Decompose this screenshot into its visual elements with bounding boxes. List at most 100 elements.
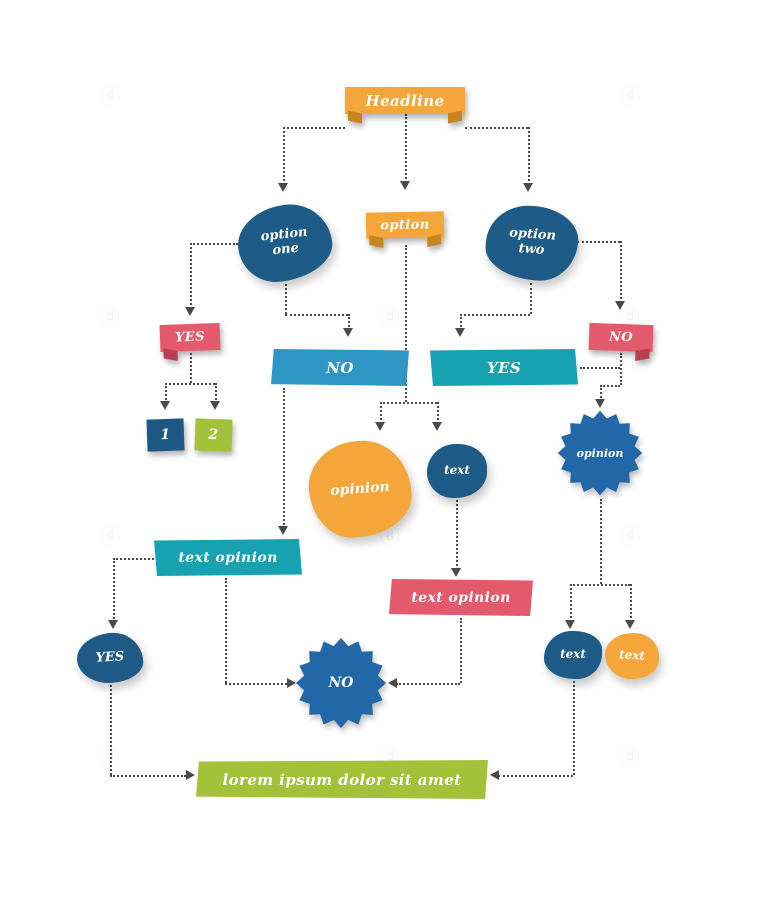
dotted-connector <box>573 681 575 775</box>
text-blob-right-label: text <box>618 647 646 663</box>
option-two-blob: option two <box>483 202 581 284</box>
yes-blob: YES <box>75 631 145 685</box>
arrowhead <box>432 422 442 431</box>
arrowhead <box>455 328 465 337</box>
dotted-connector <box>113 558 115 622</box>
arrowhead <box>490 770 499 780</box>
footer-ribbon: lorem ipsum dolor sit amet <box>196 760 488 799</box>
arrowhead <box>565 620 575 629</box>
text-opinion-right-ribbon: text opinion <box>389 579 533 616</box>
dotted-connector <box>620 241 622 303</box>
dotted-connector <box>498 775 573 777</box>
dotted-connector <box>620 353 622 385</box>
no-center-label: NO <box>326 358 354 377</box>
dotted-connector <box>460 314 462 330</box>
opinion-star: opinion <box>556 409 644 497</box>
text-blob-right: text <box>603 631 661 681</box>
dotted-connector <box>113 558 154 560</box>
dotted-connector <box>405 245 407 402</box>
text-opinion-left-ribbon: text opinion <box>154 539 302 576</box>
arrowhead <box>210 401 220 410</box>
arrowhead <box>108 620 118 629</box>
dotted-connector <box>528 127 530 185</box>
text-opinion-left-label: text opinion <box>178 549 278 566</box>
seal-shape <box>557 410 643 496</box>
arrowhead <box>400 181 410 190</box>
dotted-connector <box>396 683 460 685</box>
arrowhead <box>160 401 170 410</box>
ribbon-fold <box>163 348 178 361</box>
watermark-glyph: ⓓ <box>620 304 640 328</box>
dotted-connector <box>600 499 602 584</box>
arrowhead <box>523 183 533 192</box>
watermark-glyph: ⓓ <box>100 304 120 328</box>
dotted-connector <box>283 127 285 185</box>
arrowhead <box>278 526 288 535</box>
option-one-label: option one <box>260 224 309 259</box>
dotted-connector <box>570 584 572 622</box>
dotted-connector <box>570 584 630 586</box>
yes-center-label: YES <box>486 358 522 377</box>
dotted-connector <box>456 500 458 570</box>
arrowhead <box>186 770 195 780</box>
dotted-connector <box>110 775 186 777</box>
dotted-connector <box>110 685 112 775</box>
dotted-connector <box>283 127 345 129</box>
branch-2-ribbon: 2 <box>194 418 233 452</box>
dotted-connector <box>348 314 350 330</box>
dotted-connector <box>465 127 528 129</box>
dotted-connector <box>285 314 348 316</box>
no-star: NO <box>294 636 388 730</box>
dotted-connector <box>405 114 407 183</box>
arrowhead <box>185 307 195 316</box>
dotted-connector <box>190 243 238 245</box>
watermark-glyph: ⓓ <box>620 84 640 108</box>
headline-label: Headline <box>365 91 445 110</box>
dotted-connector <box>600 385 602 401</box>
dotted-connector <box>577 241 620 243</box>
ribbon-fold <box>369 235 384 248</box>
yes-left-ribbon: YES <box>159 322 221 361</box>
text-circle: text <box>427 444 487 498</box>
yes-left-label: YES <box>174 329 206 346</box>
dotted-connector <box>225 578 227 683</box>
dotted-connector <box>165 383 167 403</box>
watermark-glyph: ⓓ <box>100 524 120 548</box>
text-blob-left-label: text <box>560 647 586 662</box>
seal-shape <box>295 637 387 729</box>
arrowhead <box>343 328 353 337</box>
dotted-connector <box>460 314 530 316</box>
dotted-connector <box>285 284 287 314</box>
yes-blob-label: YES <box>95 648 125 666</box>
arrowhead <box>615 301 625 310</box>
dotted-connector <box>437 402 439 424</box>
arrowhead <box>625 620 635 629</box>
dotted-connector <box>630 584 632 622</box>
dotted-connector <box>380 402 437 404</box>
headline-ribbon: Headline <box>345 87 465 124</box>
opinion-star-label: opinion <box>576 446 624 460</box>
dotted-connector <box>460 618 462 683</box>
dotted-connector <box>190 243 192 309</box>
text-blob-left: text <box>544 631 602 679</box>
branch-2-label: 2 <box>208 426 219 444</box>
text-opinion-right-label: text opinion <box>411 589 511 606</box>
branch-1-ribbon: 1 <box>146 418 185 452</box>
ribbon-fold <box>427 233 442 248</box>
dotted-connector <box>380 402 382 424</box>
ribbon-fold <box>348 110 362 124</box>
dotted-connector <box>215 383 217 403</box>
option-label: option <box>380 217 430 233</box>
footer-label: lorem ipsum dolor sit amet <box>222 770 462 789</box>
no-center-ribbon: NO <box>271 349 409 386</box>
ribbon-fold <box>448 110 462 124</box>
opinion-blob-label: opinion <box>329 478 391 500</box>
text-circle-label: text <box>444 463 470 478</box>
dotted-connector <box>283 388 285 528</box>
arrowhead <box>595 399 605 408</box>
ribbon-fold <box>635 348 650 361</box>
watermark-glyph: ⓓ <box>620 744 640 768</box>
dotted-connector <box>165 383 215 385</box>
yes-center-ribbon: YES <box>430 349 578 386</box>
